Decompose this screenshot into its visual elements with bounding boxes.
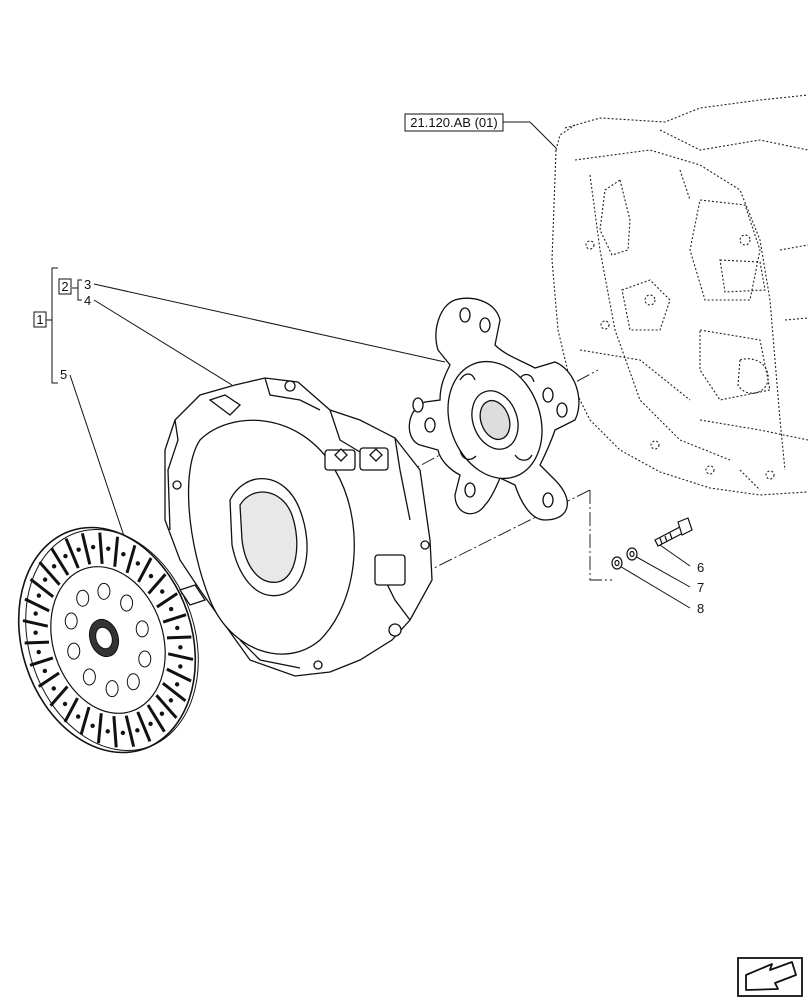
- friction-groove: [147, 573, 167, 595]
- rivet: [33, 611, 38, 616]
- friction-groove: [124, 715, 136, 748]
- hub-hole: [82, 668, 96, 686]
- friction-groove: [167, 652, 194, 661]
- friction-groove: [29, 656, 54, 667]
- friction-groove: [37, 671, 60, 688]
- rivet: [178, 664, 183, 669]
- callout-6[interactable]: 6: [697, 560, 704, 575]
- friction-groove: [64, 538, 80, 569]
- hub-hole: [126, 673, 140, 691]
- friction-groove: [146, 704, 166, 733]
- callout-8[interactable]: 8: [697, 601, 704, 616]
- friction-groove: [166, 635, 192, 640]
- rivet: [178, 645, 183, 650]
- assembly-bracket: [46, 267, 82, 384]
- rivet: [76, 547, 81, 552]
- svg-text:2: 2: [61, 279, 68, 294]
- svg-text:1: 1: [36, 312, 43, 327]
- transmission-housing-phantom: [551, 94, 808, 496]
- friction-groove: [161, 681, 187, 702]
- hub-hole: [67, 642, 81, 660]
- hub-holes: [64, 582, 152, 698]
- rivet: [168, 606, 174, 612]
- rivet: [148, 721, 153, 727]
- rivet: [135, 561, 141, 566]
- reference-label: 21.120.AB (01): [410, 115, 497, 130]
- friction-groove: [29, 578, 55, 599]
- callout-7[interactable]: 7: [697, 580, 704, 595]
- rivet: [174, 682, 180, 687]
- callout-3[interactable]: 3: [84, 277, 91, 292]
- rivet: [90, 723, 95, 729]
- callout-5[interactable]: 5: [60, 367, 67, 382]
- rivet: [105, 729, 110, 734]
- rivet: [51, 564, 57, 569]
- friction-segments: [22, 532, 194, 748]
- callout-box-2[interactable]: 2: [58, 278, 72, 295]
- friction-groove: [136, 711, 152, 742]
- friction-groove: [79, 706, 91, 736]
- nav-arrow-icon[interactable]: [737, 957, 803, 997]
- rivet: [106, 546, 111, 551]
- hub-hole: [64, 612, 78, 630]
- hub-hole: [76, 589, 90, 607]
- rivet: [168, 698, 174, 703]
- rivet: [42, 577, 48, 582]
- rivet: [42, 668, 48, 674]
- pressure-plate-assembly[interactable]: [164, 377, 433, 677]
- friction-groove: [155, 694, 178, 719]
- rivet: [148, 573, 154, 579]
- friction-groove: [113, 536, 120, 567]
- friction-groove: [166, 667, 192, 683]
- friction-groove: [137, 557, 153, 583]
- rivet: [121, 551, 126, 557]
- cerametallic-disc[interactable]: [408, 297, 580, 521]
- friction-groove: [50, 547, 70, 576]
- friction-groove: [63, 697, 79, 723]
- friction-groove: [162, 613, 187, 624]
- rivet: [36, 649, 41, 655]
- washer-8[interactable]: [611, 556, 623, 570]
- hub-hole: [138, 650, 152, 668]
- friction-groove: [24, 597, 50, 613]
- callout-box-1[interactable]: 1: [33, 311, 47, 328]
- hub-hole: [97, 582, 111, 600]
- hub-hole: [105, 680, 119, 698]
- rivet: [75, 714, 81, 719]
- friction-groove: [125, 544, 137, 574]
- rivet: [90, 544, 96, 550]
- rivet: [63, 553, 68, 559]
- friction-groove: [112, 715, 118, 748]
- hub-hole: [135, 620, 149, 638]
- washer-7[interactable]: [626, 547, 638, 561]
- friction-groove: [80, 532, 92, 565]
- callout-4[interactable]: 4: [84, 293, 91, 308]
- reference-callout[interactable]: 21.120.AB (01): [404, 113, 557, 149]
- friction-groove: [38, 561, 61, 586]
- friction-groove: [49, 685, 69, 707]
- bolt[interactable]: [654, 517, 693, 547]
- friction-groove: [156, 592, 179, 609]
- rivet: [160, 589, 165, 594]
- rivet: [120, 730, 126, 736]
- clutch-disc[interactable]: [0, 504, 226, 775]
- rivet: [33, 630, 38, 635]
- friction-groove: [96, 713, 103, 744]
- rivet: [159, 711, 165, 716]
- friction-groove: [22, 619, 49, 628]
- hub-hole: [120, 594, 134, 612]
- friction-groove: [98, 532, 104, 565]
- leader-lines: [69, 283, 691, 609]
- rivet: [51, 686, 56, 691]
- rivet: [62, 701, 68, 707]
- rivet: [175, 625, 180, 631]
- rivet: [135, 728, 140, 733]
- rivet: [36, 593, 42, 598]
- friction-groove: [24, 640, 50, 645]
